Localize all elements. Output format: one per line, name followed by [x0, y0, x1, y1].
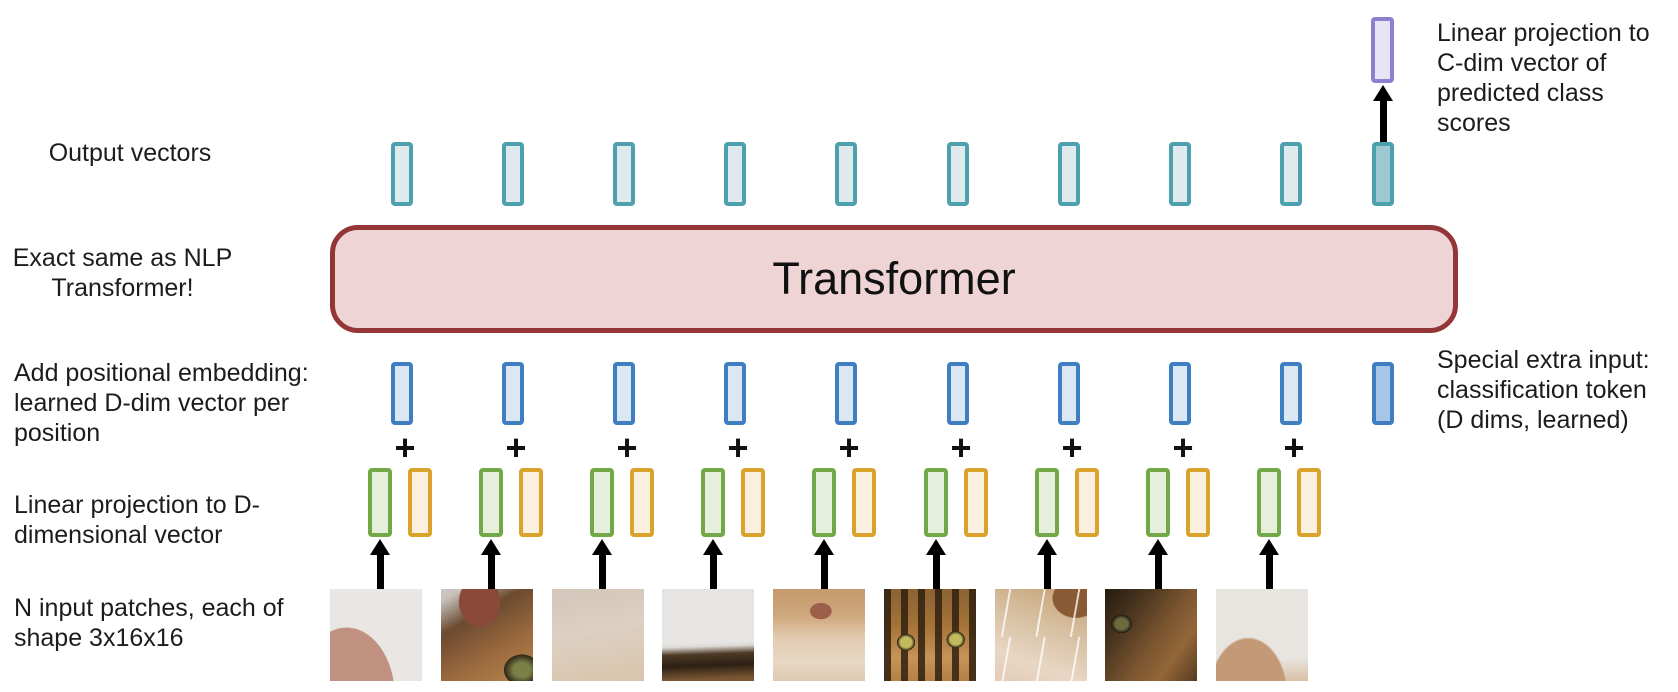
- arrowhead: [926, 539, 946, 555]
- arrow-shaft: [1154, 555, 1162, 589]
- patch-projection-token: [812, 468, 836, 537]
- embedded-token: [1169, 362, 1191, 425]
- output-vector: [502, 142, 524, 206]
- embedded-token: [724, 362, 746, 425]
- output-vector: [724, 142, 746, 206]
- arrowhead: [703, 539, 723, 555]
- arrowhead: [370, 539, 390, 555]
- patch-to-token-arrow-icon: [1037, 539, 1057, 589]
- output-vector: [1058, 142, 1080, 206]
- label-input-patches: N input patches, each of shape 3x16x16: [14, 594, 284, 652]
- position-embedding-token: [408, 468, 432, 537]
- arrowhead: [1037, 539, 1057, 555]
- arrow-shaft: [487, 555, 495, 589]
- class-projection-arrow-icon: [1373, 85, 1393, 142]
- arrow-shaft: [1043, 555, 1051, 589]
- arrowhead: [1373, 85, 1393, 101]
- embedded-token: [613, 362, 635, 425]
- transformer-label: Transformer: [772, 253, 1016, 304]
- plus-icon: +: [727, 427, 749, 468]
- class-token-output-vector: [1372, 142, 1394, 206]
- cat-patch-2: [441, 589, 533, 681]
- label-linear-projection-d: Linear projection to D- dimensional vect…: [14, 491, 260, 549]
- embedded-token: [1280, 362, 1302, 425]
- arrow-shaft: [1379, 101, 1387, 142]
- class-score-vector: [1371, 17, 1394, 83]
- cat-patch-9: [1216, 589, 1308, 681]
- patch-to-token-arrow-icon: [1259, 539, 1279, 589]
- arrowhead: [1259, 539, 1279, 555]
- arrow-shaft: [376, 555, 384, 589]
- cat-patch-7: [995, 589, 1087, 681]
- position-embedding-token: [1186, 468, 1210, 537]
- classification-token: [1372, 362, 1394, 425]
- arrowhead: [814, 539, 834, 555]
- patch-projection-token: [1035, 468, 1059, 537]
- cat-patch-5: [773, 589, 865, 681]
- patch-projection-token: [1257, 468, 1281, 537]
- position-embedding-token: [1075, 468, 1099, 537]
- plus-icon: +: [838, 427, 860, 468]
- arrowhead: [481, 539, 501, 555]
- position-embedding-token: [519, 468, 543, 537]
- transformer-block: Transformer: [330, 225, 1458, 333]
- position-embedding-token: [964, 468, 988, 537]
- patch-projection-token: [590, 468, 614, 537]
- plus-icon: +: [394, 427, 416, 468]
- label-output-vectors: Output vectors: [48, 139, 212, 167]
- output-vector: [391, 142, 413, 206]
- output-vector: [1280, 142, 1302, 206]
- patch-to-token-arrow-icon: [926, 539, 946, 589]
- position-embedding-token: [1297, 468, 1321, 537]
- plus-icon: +: [616, 427, 638, 468]
- cat-patch-1: [330, 589, 422, 681]
- patch-to-token-arrow-icon: [481, 539, 501, 589]
- plus-icon: +: [1172, 427, 1194, 468]
- plus-icon: +: [1061, 427, 1083, 468]
- arrowhead: [1148, 539, 1168, 555]
- position-embedding-token: [630, 468, 654, 537]
- patch-to-token-arrow-icon: [1148, 539, 1168, 589]
- position-embedding-token: [741, 468, 765, 537]
- plus-icon: +: [505, 427, 527, 468]
- patch-projection-token: [924, 468, 948, 537]
- label-special-input: Special extra input: classification toke…: [1437, 346, 1650, 434]
- patch-to-token-arrow-icon: [370, 539, 390, 589]
- embedded-token: [947, 362, 969, 425]
- patch-to-token-arrow-icon: [592, 539, 612, 589]
- embedded-token: [835, 362, 857, 425]
- embedded-token: [1058, 362, 1080, 425]
- patch-projection-token: [368, 468, 392, 537]
- patch-projection-token: [701, 468, 725, 537]
- output-vector: [1169, 142, 1191, 206]
- patch-to-token-arrow-icon: [703, 539, 723, 589]
- patch-projection-token: [1146, 468, 1170, 537]
- output-vector: [613, 142, 635, 206]
- arrow-shaft: [598, 555, 606, 589]
- cat-patch-3: [552, 589, 644, 681]
- patch-to-token-arrow-icon: [814, 539, 834, 589]
- cat-patch-8: [1105, 589, 1197, 681]
- cat-patch-4: [662, 589, 754, 681]
- output-vector: [947, 142, 969, 206]
- arrow-shaft: [1265, 555, 1273, 589]
- arrowhead: [592, 539, 612, 555]
- embedded-token: [502, 362, 524, 425]
- label-exact-same-as-nlp: Exact same as NLP Transformer!: [12, 244, 233, 302]
- plus-icon: +: [950, 427, 972, 468]
- plus-icon: +: [1283, 427, 1305, 468]
- position-embedding-token: [852, 468, 876, 537]
- embedded-token: [391, 362, 413, 425]
- label-linear-projection-c: Linear projection to C-dim vector of pre…: [1437, 19, 1650, 137]
- label-positional-embedding: Add positional embedding: learned D-dim …: [14, 359, 309, 447]
- cat-patch-6: [884, 589, 976, 681]
- arrow-shaft: [820, 555, 828, 589]
- output-vector: [835, 142, 857, 206]
- patch-projection-token: [479, 468, 503, 537]
- arrow-shaft: [709, 555, 717, 589]
- arrow-shaft: [932, 555, 940, 589]
